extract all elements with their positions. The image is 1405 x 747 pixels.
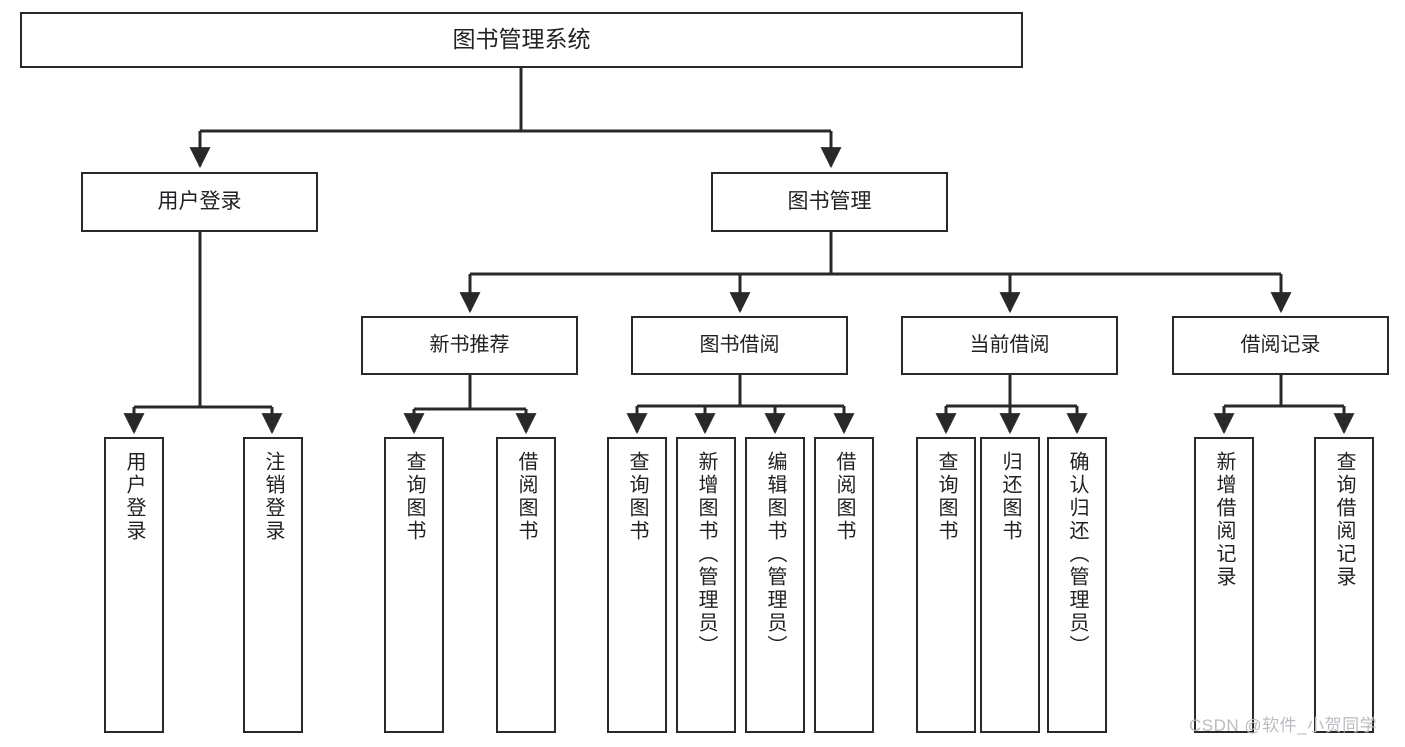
- node-root-label: 图书管理系统: [452, 26, 591, 53]
- node-book-borrow-label: 图书借阅: [699, 333, 780, 356]
- leaf-query-book-3[interactable]: 查询图书: [916, 437, 976, 733]
- node-user-login-label: 用户登录: [157, 189, 242, 213]
- leaf-add-book-label: 新增图书（管理员）: [695, 451, 717, 658]
- leaf-return-book-label: 归还图书: [999, 451, 1021, 543]
- leaf-query-book-2[interactable]: 查询图书: [607, 437, 667, 733]
- leaf-add-book[interactable]: 新增图书（管理员）: [676, 437, 736, 733]
- leaf-borrow-book-2-label: 借阅图书: [833, 451, 855, 543]
- leaf-query-record[interactable]: 查询借阅记录: [1314, 437, 1374, 733]
- leaf-query-book-3-label: 查询图书: [935, 451, 957, 543]
- node-book-manage-label: 图书管理: [787, 189, 872, 213]
- leaf-query-book-2-label: 查询图书: [626, 451, 648, 543]
- leaf-logout-login-label: 注销登录: [262, 451, 284, 543]
- leaf-confirm-return-label: 确认归还（管理员）: [1066, 451, 1088, 658]
- leaf-query-book-1-label: 查询图书: [403, 451, 425, 543]
- node-user-login[interactable]: 用户登录: [81, 172, 318, 232]
- node-book-borrow[interactable]: 图书借阅: [631, 316, 848, 375]
- leaf-edit-book[interactable]: 编辑图书（管理员）: [745, 437, 805, 733]
- leaf-borrow-book-1-label: 借阅图书: [515, 451, 537, 543]
- node-borrow-record[interactable]: 借阅记录: [1172, 316, 1389, 375]
- leaf-logout-login[interactable]: 注销登录: [243, 437, 303, 733]
- leaf-confirm-return[interactable]: 确认归还（管理员）: [1047, 437, 1107, 733]
- leaf-user-login-label: 用户登录: [123, 451, 145, 543]
- node-root[interactable]: 图书管理系统: [20, 12, 1023, 68]
- leaf-add-record-label: 新增借阅记录: [1213, 451, 1235, 589]
- leaf-query-book-1[interactable]: 查询图书: [384, 437, 444, 733]
- node-new-book-recommend[interactable]: 新书推荐: [361, 316, 578, 375]
- leaf-edit-book-label: 编辑图书（管理员）: [764, 451, 786, 658]
- leaf-return-book[interactable]: 归还图书: [980, 437, 1040, 733]
- leaf-user-login[interactable]: 用户登录: [104, 437, 164, 733]
- node-new-book-recommend-label: 新书推荐: [429, 333, 510, 356]
- node-borrow-record-label: 借阅记录: [1240, 333, 1321, 356]
- leaf-borrow-book-2[interactable]: 借阅图书: [814, 437, 874, 733]
- leaf-borrow-book-1[interactable]: 借阅图书: [496, 437, 556, 733]
- node-current-borrow[interactable]: 当前借阅: [901, 316, 1118, 375]
- node-book-manage[interactable]: 图书管理: [711, 172, 948, 232]
- leaf-query-record-label: 查询借阅记录: [1333, 451, 1355, 589]
- csdn-watermark: CSDN @软件_小贺同学: [1189, 716, 1378, 735]
- node-current-borrow-label: 当前借阅: [969, 333, 1050, 356]
- leaf-add-record[interactable]: 新增借阅记录: [1194, 437, 1254, 733]
